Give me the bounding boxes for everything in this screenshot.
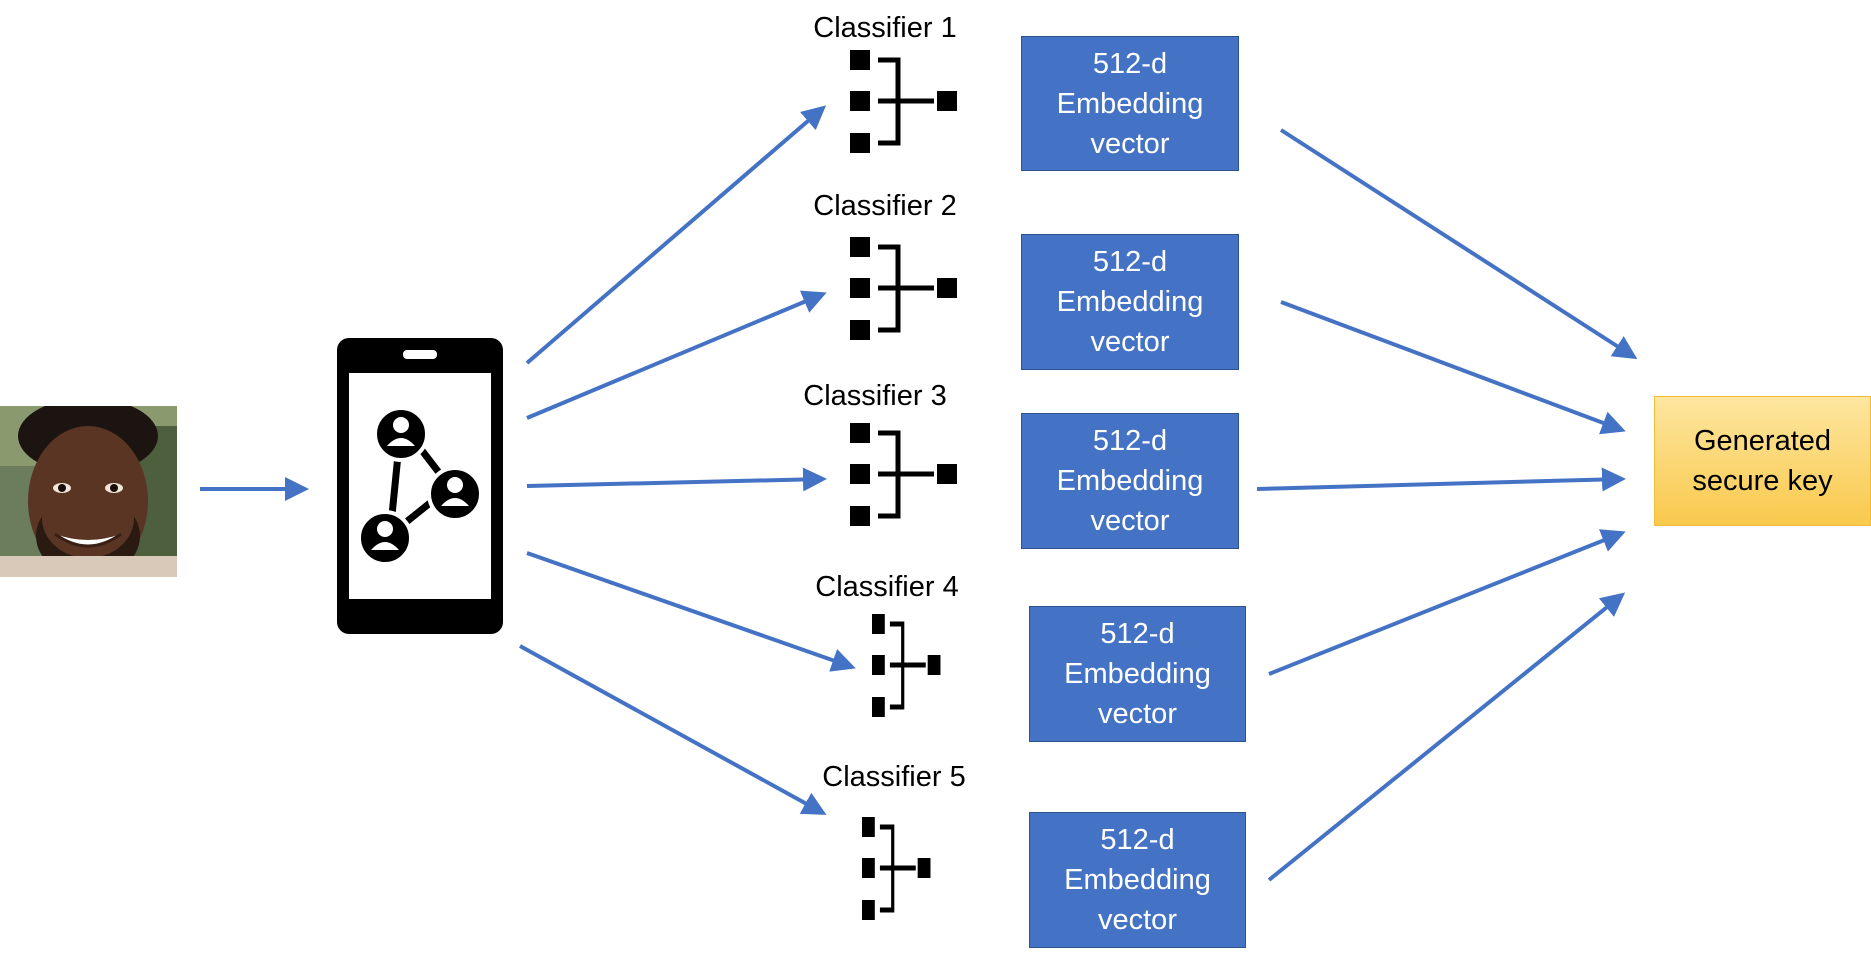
classifier-5-icon xyxy=(862,817,930,920)
arrow-phone-to-classifier-1 xyxy=(525,105,827,365)
arrow-phone-to-classifier-3 xyxy=(526,467,827,492)
classifier-1-label: Classifier 1 xyxy=(813,12,957,44)
embedding-3-line2: Embedding xyxy=(1056,465,1204,497)
embedding-2-line2: Embedding xyxy=(1056,286,1204,318)
classifier-4-icon xyxy=(872,614,940,717)
embedding-4-line2: Embedding xyxy=(1064,658,1211,690)
secure-key-box: Generated secure key xyxy=(1654,396,1871,526)
embedding-1-line1: 512-d xyxy=(1092,47,1168,80)
embedding-box-2: 512-d Embedding vector xyxy=(1021,234,1239,370)
smartphone-network-icon xyxy=(337,338,503,634)
embedding-box-5: 512-d Embedding vector xyxy=(1029,812,1246,948)
arrow-embedding-1-to-key xyxy=(1279,128,1638,360)
classifier-2-label: Classifier 2 xyxy=(813,190,957,222)
embedding-4-line1: 512-d xyxy=(1100,618,1175,650)
classifier-3-label: Classifier 3 xyxy=(803,380,947,412)
classifier-3-icon xyxy=(850,423,957,526)
arrow-embedding-3-to-key xyxy=(1256,467,1626,492)
arrow-phone-to-classifier-4 xyxy=(526,551,856,672)
embedding-4-line3: vector xyxy=(1098,698,1177,730)
embedding-3-line3: vector xyxy=(1090,505,1170,537)
arrow-embedding-2-to-key xyxy=(1280,300,1626,435)
arrow-phone-to-classifier-2 xyxy=(526,290,827,420)
embedding-1-line2: Embedding xyxy=(1056,87,1204,120)
classifier-2-icon xyxy=(850,237,957,340)
classifier-4-label: Classifier 4 xyxy=(815,571,959,603)
embedding-box-3: 512-d Embedding vector xyxy=(1021,413,1239,549)
secure-key-line2: secure key xyxy=(1692,465,1833,497)
embedding-1-line3: vector xyxy=(1090,127,1170,160)
embedding-5-line3: vector xyxy=(1098,904,1177,936)
secure-key-line1: Generated xyxy=(1693,425,1832,457)
arrow-embedding-4-to-key xyxy=(1268,529,1626,676)
arrow-phone-to-classifier-5 xyxy=(519,644,827,815)
arrow-embedding-5-to-key xyxy=(1267,592,1626,882)
embedding-2-line1: 512-d xyxy=(1092,246,1168,278)
embedding-3-line1: 512-d xyxy=(1092,425,1168,457)
face-photo xyxy=(0,406,177,577)
embedding-box-1: 512-d Embedding vector xyxy=(1021,36,1239,171)
embedding-box-4: 512-d Embedding vector xyxy=(1029,606,1246,742)
embedding-2-line3: vector xyxy=(1090,326,1170,358)
classifier-5-label: Classifier 5 xyxy=(822,761,966,793)
embedding-5-line2: Embedding xyxy=(1064,864,1211,896)
classifier-1-icon xyxy=(850,50,957,153)
embedding-5-line1: 512-d xyxy=(1100,824,1175,856)
